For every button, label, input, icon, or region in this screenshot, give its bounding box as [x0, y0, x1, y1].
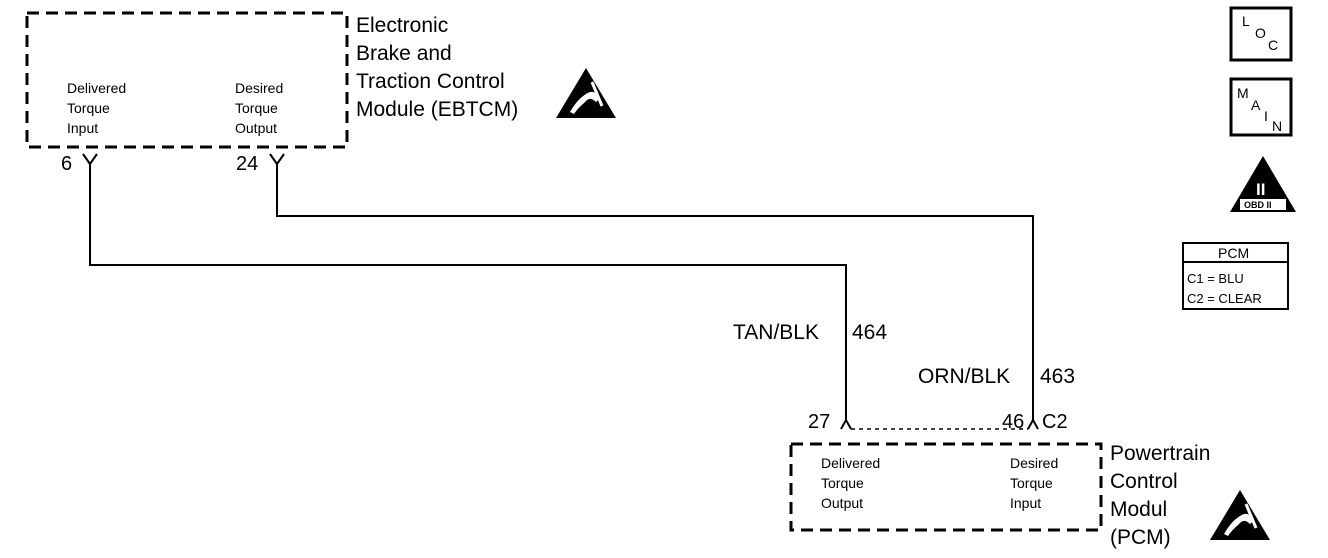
ebtcm-right-func-3: Output — [235, 120, 277, 136]
wire-tan-blk-464 — [89, 172, 847, 420]
ebtcm-pin-24: 24 — [236, 153, 258, 175]
pcm-title-2: Control — [1110, 470, 1178, 493]
pcm-pin-46: 46 — [1002, 411, 1024, 433]
legend-row-c2: C2 = CLEAR — [1187, 291, 1262, 306]
pcm-left-func-1: Delivered — [821, 455, 880, 471]
wire-circuit-464: 464 — [852, 321, 887, 344]
pcm-left-func-2: Torque — [821, 475, 864, 491]
pcm-right-func-2: Torque — [1010, 475, 1053, 491]
wire-circuit-463: 463 — [1040, 365, 1075, 388]
ebtcm-left-func-2: Torque — [67, 100, 110, 116]
ebtcm-module: Electronic Brake and Traction Control Mo… — [25, 11, 616, 175]
ebtcm-connector-pin-6 — [82, 153, 98, 172]
obd-ii-icon[interactable]: II OBD II — [1230, 156, 1296, 212]
pcm-pin-27: 27 — [808, 411, 830, 433]
pcm-title-4: (PCM) — [1110, 526, 1171, 549]
ebtcm-title-2: Brake and — [356, 42, 452, 65]
loc-letter-l: L — [1242, 13, 1250, 29]
main-letter-m: M — [1237, 85, 1249, 101]
loc-icon[interactable]: L O C — [1229, 6, 1293, 62]
pcm-right-func-1: Desired — [1010, 455, 1058, 471]
ebtcm-title-1: Electronic — [356, 14, 448, 37]
esd-warning-icon — [1210, 490, 1270, 540]
ebtcm-left-func-1: Delivered — [67, 80, 126, 96]
loc-letter-c: C — [1268, 37, 1278, 53]
ebtcm-right-func-2: Torque — [235, 100, 278, 116]
loc-letter-o: O — [1255, 25, 1266, 41]
ebtcm-pin-6: 6 — [61, 153, 72, 175]
pcm-right-func-3: Input — [1010, 495, 1041, 511]
ebtcm-right-func-1: Desired — [235, 80, 283, 96]
ebtcm-title-3: Traction Control — [356, 70, 505, 93]
pcm-title-1: Powertrain — [1110, 442, 1210, 465]
pcm-connector-legend: PCM C1 = BLU C2 = CLEAR — [1182, 242, 1289, 310]
ebtcm-connector-pin-24 — [269, 153, 285, 172]
main-letter-i: I — [1264, 108, 1268, 124]
pcm-connector-id: C2 — [1042, 411, 1068, 433]
pcm-box — [789, 442, 1103, 532]
ebtcm-title-4: Module (EBTCM) — [356, 98, 518, 121]
legend-title: PCM — [1218, 245, 1249, 261]
obd-caption: OBD II — [1244, 200, 1272, 210]
pcm-left-func-3: Output — [821, 495, 863, 511]
pcm-connector-pin-46 — [1027, 417, 1039, 430]
ebtcm-box — [25, 11, 349, 149]
esd-warning-icon — [556, 68, 616, 118]
obd-roman: II — [1256, 180, 1265, 199]
pcm-connector-c2: 27 46 C2 — [808, 411, 1068, 433]
main-letter-a: A — [1251, 97, 1261, 113]
wire-color-orn-blk: ORN/BLK — [918, 365, 1010, 388]
wire-orn-blk-463 — [276, 172, 1034, 420]
pcm-connector-pin-27 — [840, 417, 852, 430]
legend-row-c1: C1 = BLU — [1187, 271, 1244, 286]
main-icon[interactable]: M A I N — [1229, 77, 1293, 137]
ebtcm-left-func-3: Input — [67, 120, 98, 136]
wire-color-tan-blk: TAN/BLK — [733, 321, 819, 344]
pcm-title-3: Modul — [1110, 498, 1167, 521]
main-letter-n: N — [1272, 118, 1282, 134]
pcm-module: Powertrain Control Modul (PCM) Delivered… — [789, 442, 1270, 549]
